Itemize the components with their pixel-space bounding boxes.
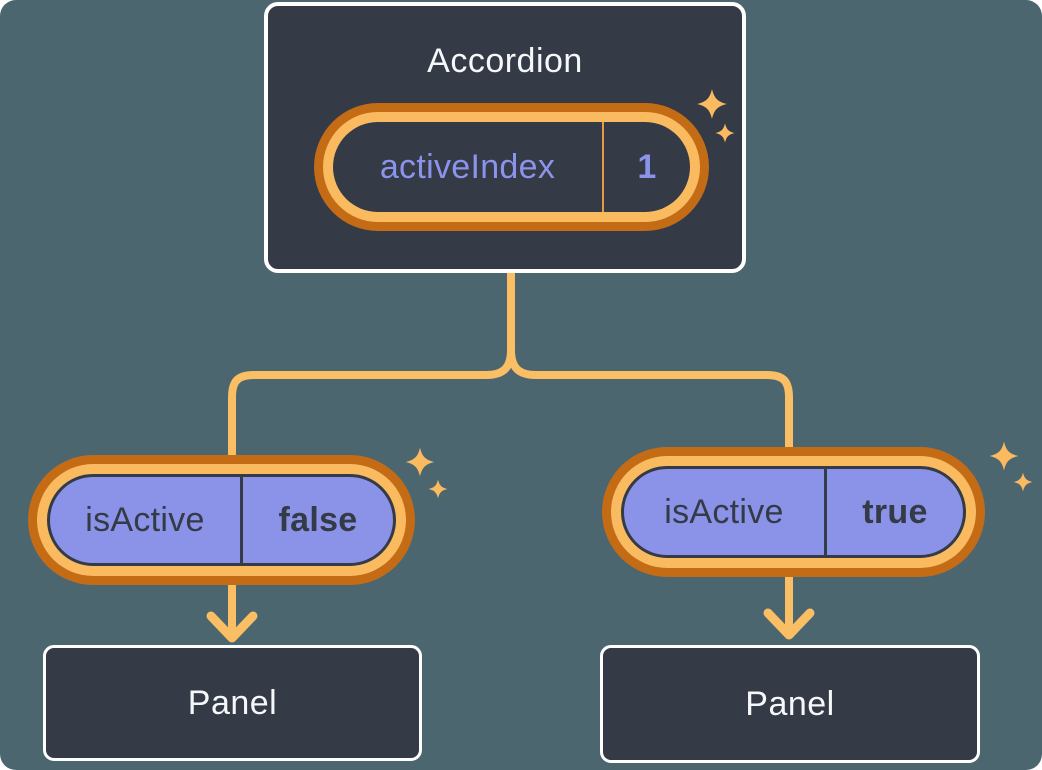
sparkle-icon [989,441,1019,471]
pill-body: isActive false [47,474,396,566]
sparkle-icon [405,447,435,477]
state-pill-activeindex: activeIndex 1 [314,103,709,231]
panel-label: Panel [187,683,278,722]
sparkle-icon [1013,472,1033,492]
pill-divider [602,122,604,212]
pill-inner-ring: isActive true [611,456,976,568]
accordion-node: Accordion activeIndex 1 [264,2,746,273]
state-pill-label: activeIndex [379,147,556,186]
sparkle-icon [428,479,448,499]
state-pill-value: 1 [637,147,657,186]
prop-pill-value: false [278,500,358,539]
arrow-right-head [763,608,815,640]
pill-inner-ring: isActive false [37,464,406,576]
pill-body: activeIndex 1 [333,122,690,212]
prop-pill-isactive-false: isActive false [28,455,415,585]
prop-pill-label: isActive [85,500,205,539]
pill-divider [824,469,827,555]
accordion-title: Accordion [427,42,583,80]
connector-branch-right [507,269,793,459]
pill-inner-ring: activeIndex 1 [323,112,700,222]
pill-divider [240,477,243,563]
arrow-left-head [206,611,258,643]
pill-body: isActive true [621,466,966,558]
prop-pill-label: isActive [664,492,784,531]
connector-branch-left [228,269,515,466]
panel-node-right: Panel [600,645,980,763]
panel-node-left: Panel [43,645,422,761]
prop-pill-isactive-true: isActive true [602,447,985,577]
panel-label: Panel [745,684,835,723]
prop-pill-value: true [862,492,928,531]
